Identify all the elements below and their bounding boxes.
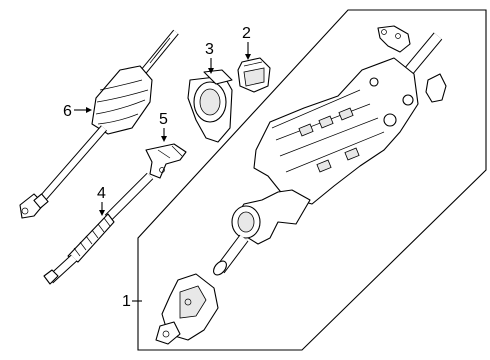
callout-5: 5 [159, 111, 168, 142]
intermediate-shaft-part-6[interactable] [19, 29, 179, 219]
callout-5-label: 5 [159, 111, 168, 128]
callout-2: 2 [242, 25, 251, 60]
assembly-boundary [137, 9, 487, 351]
sleeve-part-2[interactable] [237, 57, 271, 93]
clip-bracket-part-5[interactable] [145, 143, 187, 179]
bearing-housing-part-3[interactable] [187, 69, 233, 143]
steering-column-assembly-part-1[interactable] [155, 25, 447, 345]
callout-2-label: 2 [242, 25, 251, 42]
callout-1-label: 1 [122, 293, 131, 310]
callout-6-label: 6 [63, 103, 72, 120]
callout-4: 4 [97, 185, 106, 216]
callout-4-label: 4 [97, 185, 106, 202]
callout-6: 6 [63, 103, 92, 120]
callout-1: 1 [122, 293, 142, 310]
lower-shaft-part-4[interactable] [43, 172, 154, 285]
callout-3-label: 3 [205, 41, 214, 58]
callout-3: 3 [205, 41, 214, 74]
